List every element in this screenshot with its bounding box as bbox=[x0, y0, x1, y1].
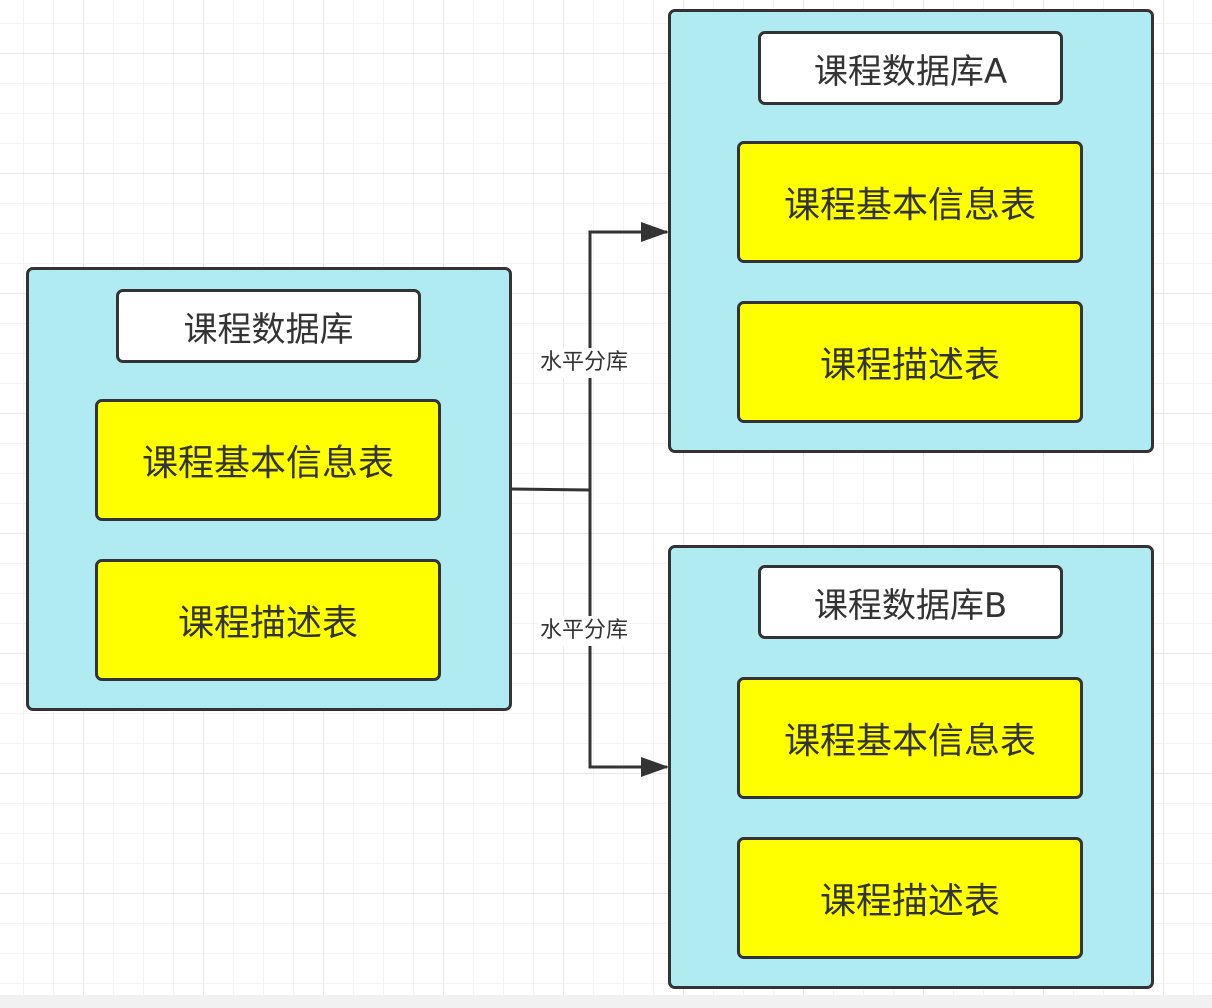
database-a-table-description[interactable]: 课程描述表 bbox=[737, 301, 1083, 423]
connector-trunk bbox=[510, 487, 591, 492]
arrowhead-b bbox=[641, 757, 669, 777]
arrowhead-a bbox=[641, 222, 669, 242]
database-b-title[interactable]: 课程数据库B bbox=[758, 565, 1063, 639]
source-table-basic-info[interactable]: 课程基本信息表 bbox=[95, 399, 441, 521]
database-a-table-basic-info[interactable]: 课程基本信息表 bbox=[737, 141, 1083, 263]
source-database-title[interactable]: 课程数据库 bbox=[116, 289, 421, 363]
database-b-table-description[interactable]: 课程描述表 bbox=[737, 837, 1083, 959]
source-table-description[interactable]: 课程描述表 bbox=[95, 559, 441, 681]
database-b-table-basic-info[interactable]: 课程基本信息表 bbox=[737, 677, 1083, 799]
connector-label-bottom: 水平分库 bbox=[538, 616, 631, 646]
connector-label-top: 水平分库 bbox=[538, 348, 631, 378]
database-a-title[interactable]: 课程数据库A bbox=[758, 31, 1063, 105]
bottom-scroll-area bbox=[0, 995, 1212, 1008]
